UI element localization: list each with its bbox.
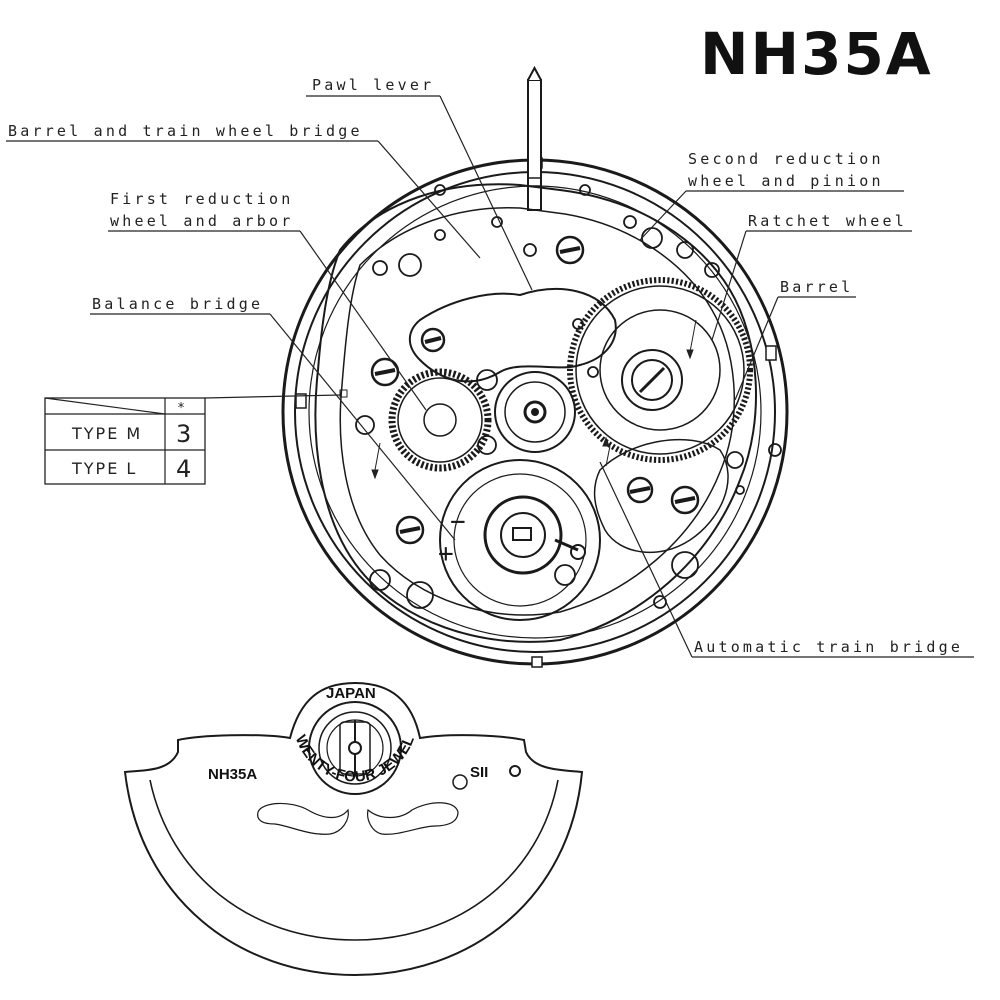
regulator-minus: − (450, 507, 466, 537)
page-title: NH35A (700, 20, 933, 88)
type-table: * TYPE M 3 TYPE L 4 (44, 389, 348, 485)
table-header-mark: * (177, 401, 185, 416)
rotor: NH35A JAPAN SII TWENTY-FOUR JEWELS (0, 0, 584, 977)
label-first-reduction-1: First reduction (110, 190, 293, 208)
label-balance-bridge: Balance bridge (92, 295, 263, 313)
rotor-brand: SII (470, 764, 488, 781)
movement-drawing: − + (281, 65, 789, 668)
first-reduction-wheel (388, 368, 492, 472)
center-wheel (494, 371, 576, 453)
table-row-type-m: TYPE M (71, 424, 142, 443)
regulator-plus: + (438, 539, 454, 569)
rotor-jewels: TWENTY-FOUR JEWELS (0, 0, 418, 786)
callouts: Pawl lever Barrel and train wheel bridge… (6, 76, 974, 658)
screws (370, 235, 700, 545)
label-ratchet-wheel: Ratchet wheel (748, 212, 907, 230)
winding-stem (527, 65, 542, 211)
balance (439, 459, 601, 621)
label-first-reduction-2: wheel and arbor (110, 212, 293, 230)
table-row-value-m: 3 (176, 420, 191, 448)
rotor-model: NH35A (208, 766, 257, 783)
label-second-reduction-1: Second reduction (688, 150, 884, 168)
table-row-type-l: TYPE L (71, 459, 137, 478)
barrel (567, 277, 753, 463)
label-barrel: Barrel (780, 278, 853, 296)
label-automatic-train-bridge: Automatic train bridge (694, 638, 963, 656)
label-second-reduction-2: wheel and pinion (688, 172, 884, 190)
rotor-country: JAPAN (326, 685, 376, 702)
label-barrel-bridge: Barrel and train wheel bridge (8, 122, 363, 140)
label-pawl-lever: Pawl lever (312, 76, 434, 94)
table-row-value-l: 4 (176, 455, 191, 483)
